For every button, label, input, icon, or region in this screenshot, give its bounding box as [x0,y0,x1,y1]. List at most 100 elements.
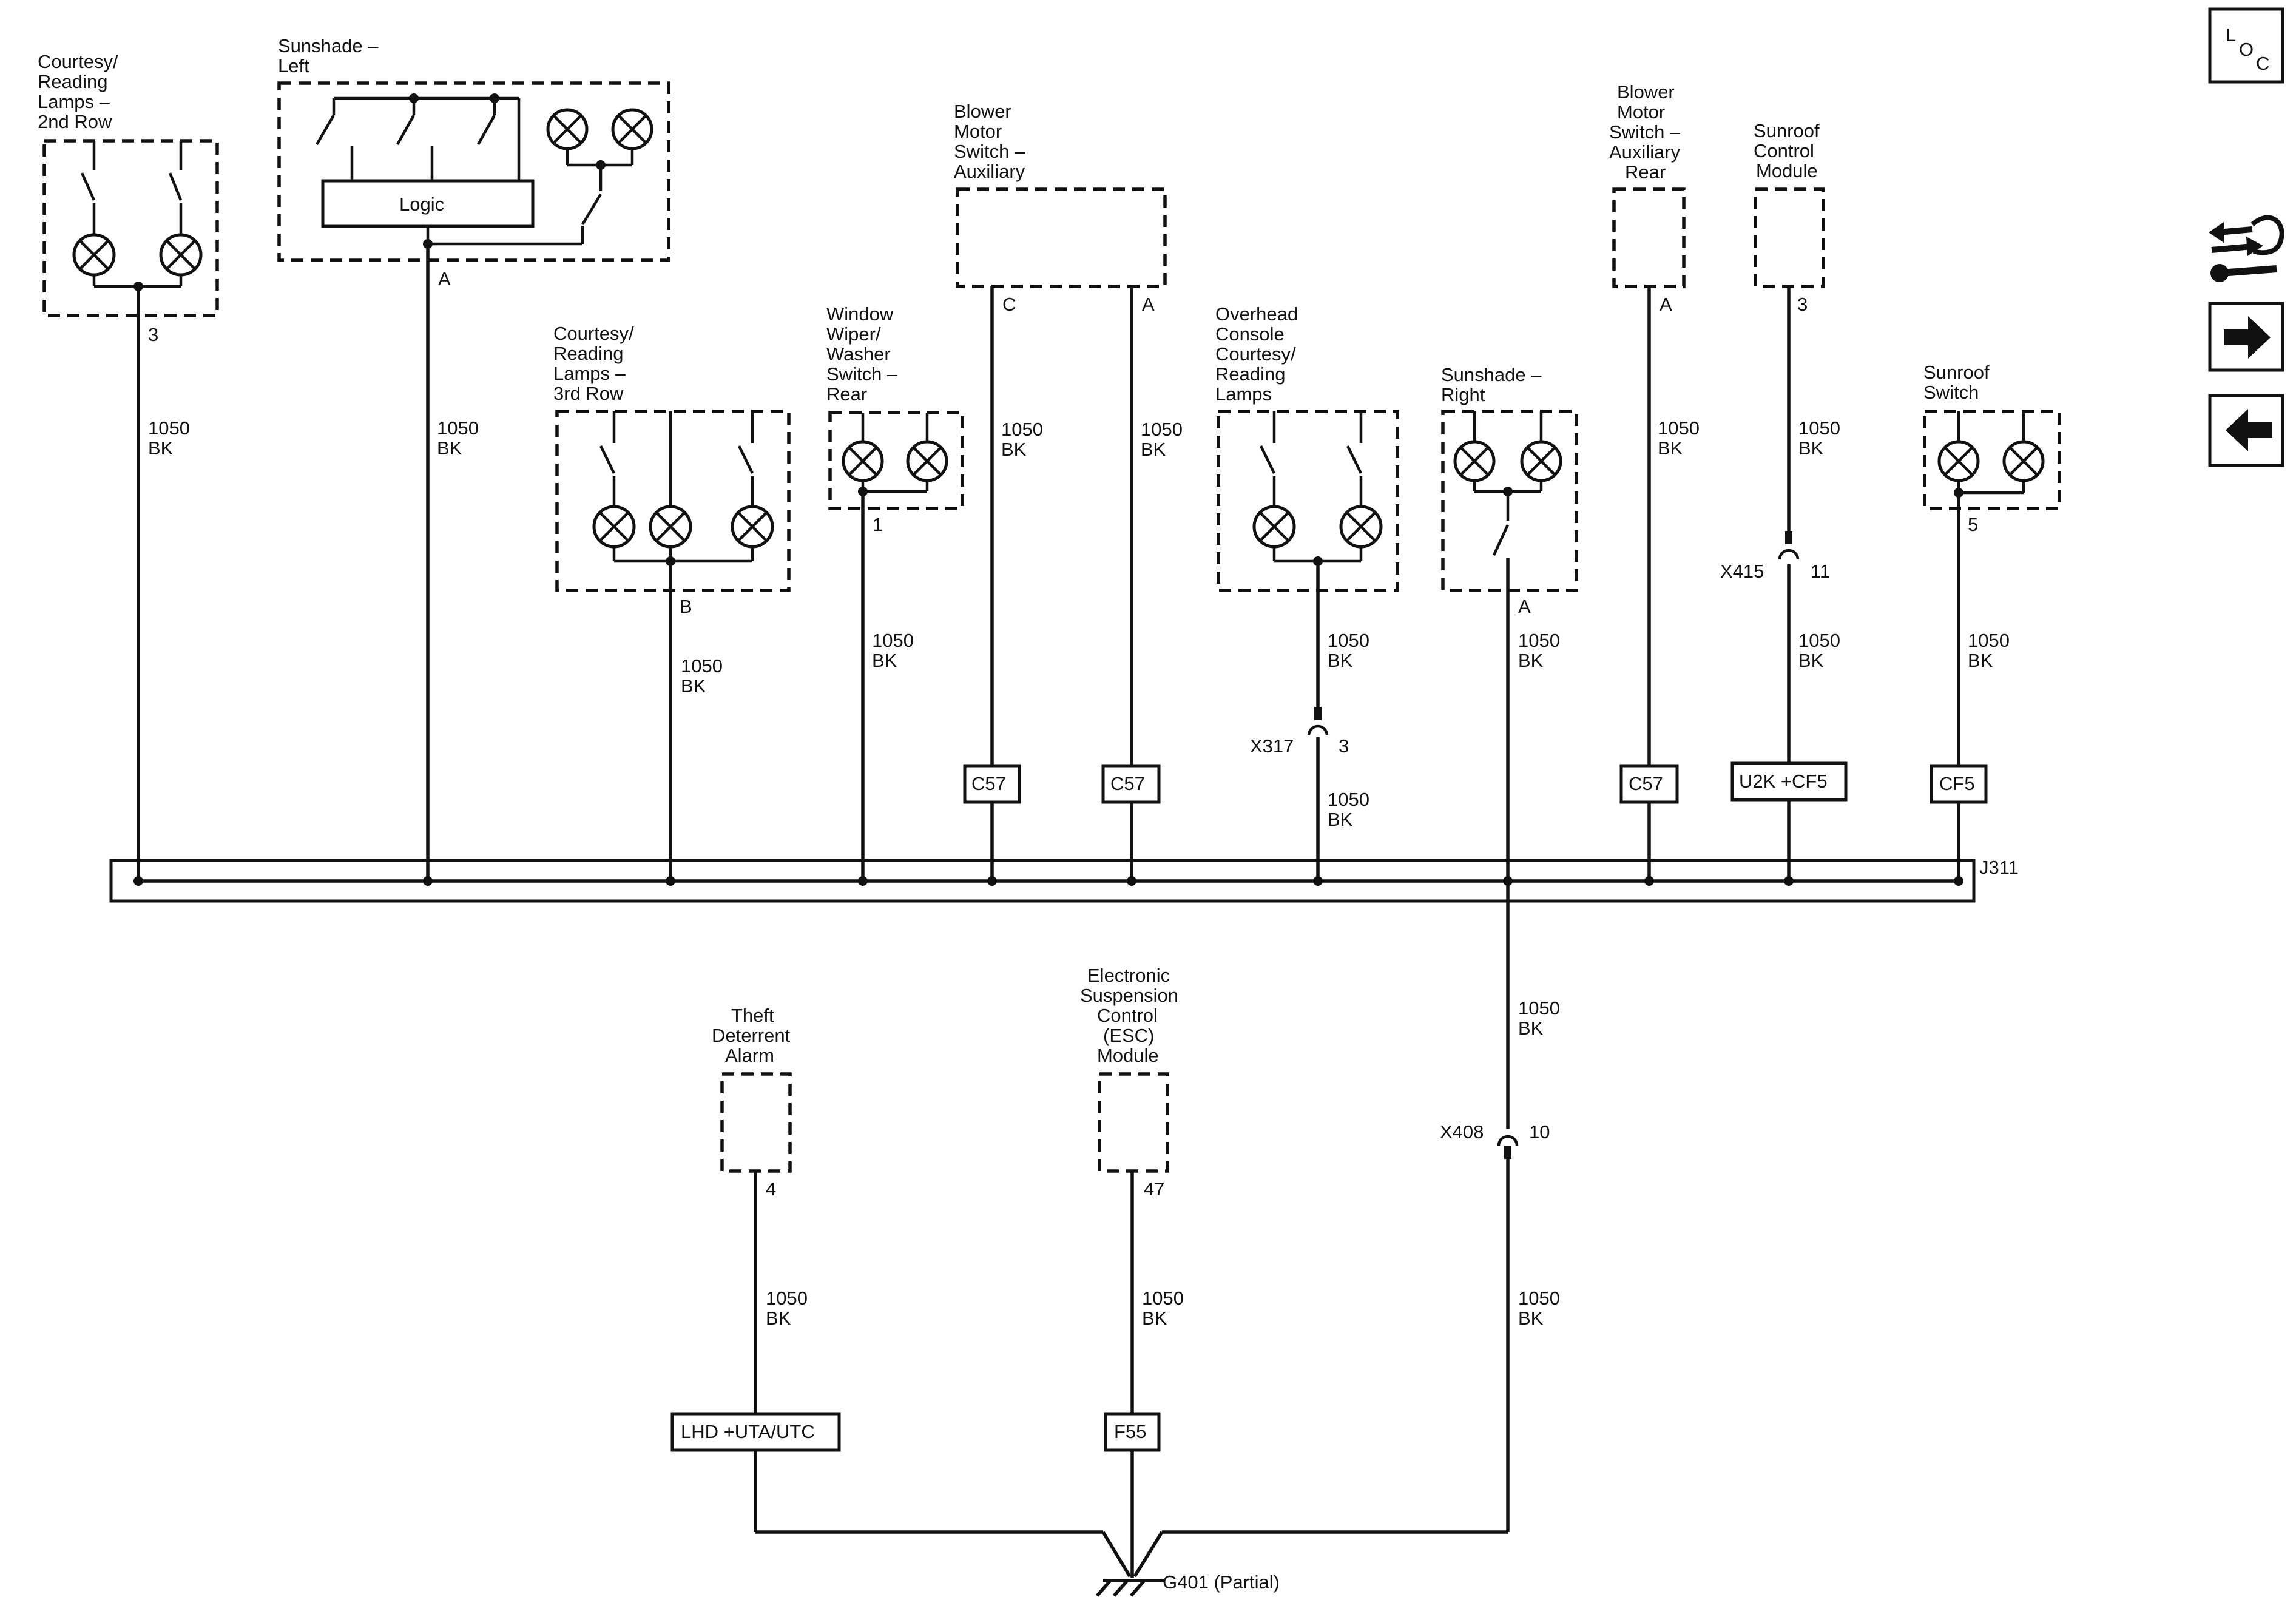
circuit-number: 1050 [1001,419,1043,440]
lamp-icon [649,505,692,549]
loc-letter-l: L [2226,24,2236,46]
circuit-number: 1050 [872,630,914,651]
svg-text:Switch –: Switch – [826,363,898,385]
arrow-right-icon [2224,316,2271,359]
svg-text:Deterrent: Deterrent [712,1025,791,1046]
option-box-c57: C57 [963,764,1021,804]
blower-motor-switch-auxiliary-rear: Blower Motor Switch – Auxiliary Rear A [1609,81,1686,315]
pin-label: 4 [766,1178,776,1200]
splice-label: J311 [1979,857,2019,878]
wire-color: BK [1328,650,1353,671]
wire-color: BK [437,437,462,459]
lamp-icon [592,505,636,549]
svg-text:Sunshade –: Sunshade – [278,35,379,56]
svg-text:Overhead: Overhead [1215,303,1298,325]
courtesy-lamps-3rd-row: Courtesy/ Reading Lamps – 3rd Row B [553,323,791,617]
svg-text:Washer: Washer [826,343,891,365]
loc-letter-o: O [2239,39,2254,60]
wire-color: BK [148,437,174,459]
option-box-f55: F55 [1104,1412,1161,1452]
svg-text:LHD +UTA/UTC: LHD +UTA/UTC [681,1421,815,1442]
svg-text:Theft: Theft [731,1005,774,1026]
wire-color: BK [1328,809,1353,830]
svg-text:10: 10 [1529,1121,1550,1143]
pin-label: C [1002,294,1016,315]
svg-text:Sunshade –: Sunshade – [1441,364,1542,385]
svg-text:Lamps: Lamps [1215,383,1272,405]
window-wiper-washer-switch-rear: Window Wiper/ Washer Switch – Rear 1 [826,303,964,535]
svg-text:2nd Row: 2nd Row [38,111,112,132]
sunroof-control-module: Sunroof Control Module 3 [1754,120,1825,315]
option-box-c57: C57 [1619,764,1679,804]
svg-text:Control: Control [1754,140,1814,161]
circuit-number: 1050 [1141,419,1183,440]
next-page-button[interactable] [2208,302,2284,372]
svg-text:Courtesy/: Courtesy/ [38,51,118,72]
previous-page-button[interactable] [2208,394,2284,467]
svg-text:Blower: Blower [954,101,1011,122]
wire-color: BK [1141,439,1166,460]
splice-pack-j311: J311 [109,857,2019,903]
svg-text:Reading: Reading [38,71,107,92]
connector-list-icon[interactable] [2209,215,2284,282]
lamp-icon [731,505,774,549]
svg-text:X408: X408 [1440,1121,1484,1143]
lamp-icon [1937,440,1980,482]
wire-color: BK [681,675,706,697]
circuit-number: 1050 [1518,998,1560,1019]
wire-color: BK [1518,1308,1544,1329]
circuit-number: 1050 [1518,630,1560,651]
svg-text:C57: C57 [1110,773,1145,794]
connector-x415: X415 11 [1720,531,1830,582]
connector-x317: X317 3 [1250,707,1349,757]
connector-x408: X408 10 [1440,1121,1550,1159]
pin-label: 3 [148,324,158,345]
pin-label: 47 [1144,1178,1164,1200]
wire-color: BK [1798,650,1824,671]
option-box-cf5: CF5 [1930,764,1988,804]
circuit-number: 1050 [766,1288,808,1309]
theft-deterrent-alarm: Theft Deterrent Alarm 4 [712,1005,792,1200]
svg-text:C57: C57 [1629,773,1663,794]
pin-label: A [438,268,451,289]
svg-text:Courtesy/: Courtesy/ [553,323,634,344]
sunshade-right: Sunshade – Right A [1441,364,1578,617]
svg-text:C57: C57 [971,773,1006,794]
circuit-number: 1050 [681,655,723,677]
svg-text:Courtesy/: Courtesy/ [1215,343,1296,365]
wire-color: BK [1658,437,1683,459]
wire-color: BK [872,650,897,671]
wire-color: BK [1968,650,1993,671]
wire-color: BK [1142,1308,1167,1329]
svg-text:Module: Module [1756,160,1818,181]
svg-text:Sunroof: Sunroof [1923,362,1990,383]
pin-label: 3 [1797,294,1808,315]
wire-color: BK [1798,437,1824,459]
svg-text:X415: X415 [1720,561,1764,582]
lamp-icon [1520,440,1562,482]
svg-text:(ESC): (ESC) [1103,1025,1154,1046]
wire-color: BK [1518,650,1544,671]
pin-label: A [1142,294,1155,315]
pin-label: B [680,596,692,617]
courtesy-lamps-2nd-row: Courtesy/ Reading Lamps – 2nd Row 3 [38,51,219,345]
sunshade-left: Sunshade – Left Logic A [277,35,670,289]
lamp-icon [72,233,116,277]
svg-text:Reading: Reading [553,343,623,364]
svg-text:11: 11 [1811,561,1830,582]
lamp-icon [2002,440,2045,482]
ground-label: G401 (Partial) [1163,1571,1280,1593]
svg-text:Motor: Motor [1617,101,1665,123]
svg-text:Auxiliary: Auxiliary [1609,141,1681,163]
loc-button[interactable]: L O C [2208,7,2284,84]
pin-label: A [1660,294,1672,315]
svg-text:Wiper/: Wiper/ [826,323,881,345]
option-box-c57: C57 [1101,764,1161,804]
svg-text:Rear: Rear [1625,161,1666,183]
lamp-icon [546,108,589,150]
svg-text:Electronic: Electronic [1087,965,1170,986]
circuit-number: 1050 [1968,630,2010,651]
loc-letter-c: C [2256,53,2269,74]
logic-label: Logic [399,194,444,215]
svg-text:Motor: Motor [954,121,1002,142]
